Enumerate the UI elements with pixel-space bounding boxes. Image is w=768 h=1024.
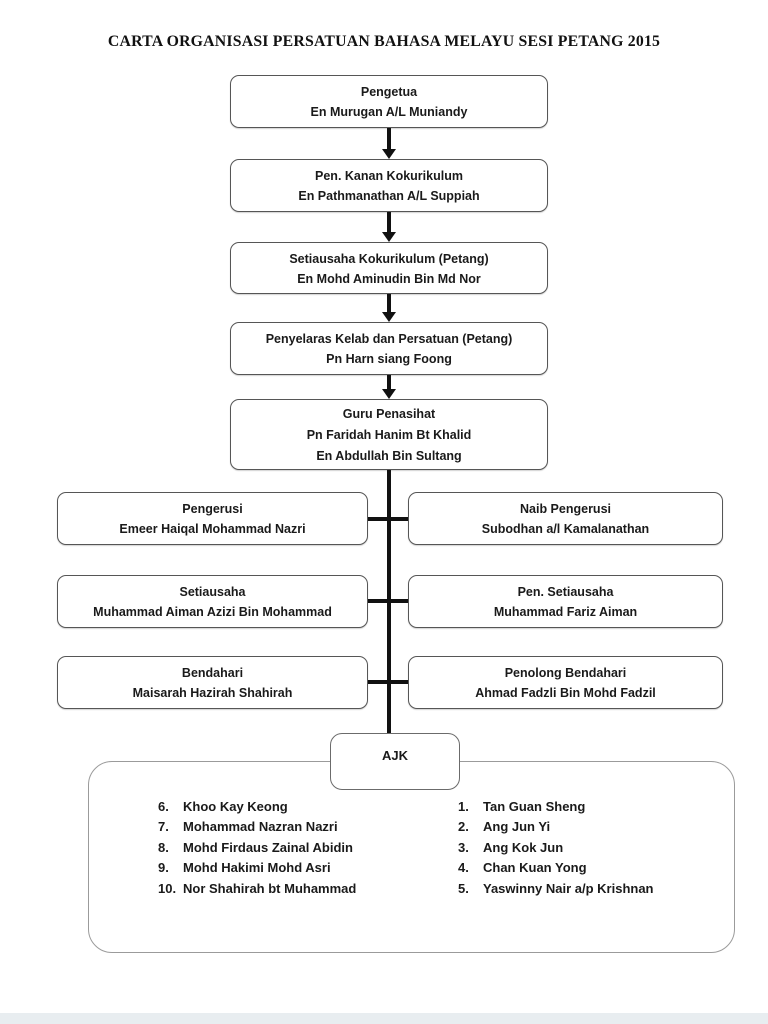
list-item: 9. Mohd Hakimi Mohd Asri <box>158 858 438 879</box>
ajk-members-panel <box>88 761 735 953</box>
list-item: 7. Mohammad Nazran Nazri <box>158 817 438 838</box>
list-item: 8. Mohd Firdaus Zainal Abidin <box>158 837 438 858</box>
role-label: Bendahari <box>181 666 244 680</box>
member-name: Mohd Firdaus Zainal Abidin <box>183 839 353 855</box>
ajk-left-list: 6. Khoo Kay Keong 7. Mohammad Nazran Naz… <box>158 796 438 899</box>
person-name: En Mohd Aminudin Bin Md Nor <box>297 272 481 286</box>
box-bendahari: Bendahari Maisarah Hazirah Shahirah <box>57 656 368 709</box>
list-item: 3. Ang Kok Jun <box>458 837 728 858</box>
role-label: Guru Penasihat <box>342 407 436 421</box>
role-label: Naib Pengerusi <box>520 502 611 516</box>
box-ajk: AJK <box>330 733 460 790</box>
ajk-right-list: 1. Tan Guan Sheng 2. Ang Jun Yi 3. Ang K… <box>458 796 728 899</box>
list-item: 6. Khoo Kay Keong <box>158 796 438 817</box>
arrow-head <box>382 389 396 399</box>
person-name: En Murugan A/L Muniandy <box>310 105 468 119</box>
arrow-down-icon <box>382 128 396 159</box>
member-number: 7. <box>158 819 169 835</box>
role-label: Setiausaha <box>179 585 246 599</box>
list-item: 4. Chan Kuan Yong <box>458 858 728 879</box>
person-name: Pn Faridah Hanim Bt Khalid <box>306 428 472 442</box>
box-naib-pengerusi: Naib Pengerusi Subodhan a/l Kamalanathan <box>408 492 723 545</box>
person-name: En Abdullah Bin Sultang <box>316 449 462 463</box>
role-label: Pengetua <box>360 85 418 99</box>
box-pen-setiausaha: Pen. Setiausaha Muhammad Fariz Aiman <box>408 575 723 628</box>
member-number: 6. <box>158 798 169 814</box>
arrow-down-icon <box>382 375 396 399</box>
member-name: Ang Kok Jun <box>483 839 564 855</box>
member-number: 5. <box>458 880 469 896</box>
box-pengerusi: Pengerusi Emeer Haiqal Mohammad Nazri <box>57 492 368 545</box>
box-penolong-bendahari: Penolong Bendahari Ahmad Fadzli Bin Mohd… <box>408 656 723 709</box>
arrow-head <box>382 232 396 242</box>
box-setiausaha-kokurikulum: Setiausaha Kokurikulum (Petang) En Mohd … <box>230 242 548 294</box>
connector-stub <box>368 599 408 603</box>
arrow-stem <box>387 128 391 150</box>
member-number: 1. <box>458 798 469 814</box>
member-name: Ang Jun Yi <box>483 819 551 835</box>
member-name: Khoo Kay Keong <box>183 798 288 814</box>
member-number: 2. <box>458 819 469 835</box>
member-name: Mohd Hakimi Mohd Asri <box>183 860 331 876</box>
arrow-down-icon <box>382 212 396 242</box>
member-number: 10. <box>158 880 177 896</box>
role-label: Setiausaha Kokurikulum (Petang) <box>289 252 489 266</box>
member-number: 9. <box>158 860 169 876</box>
box-setiausaha: Setiausaha Muhammad Aiman Azizi Bin Moha… <box>57 575 368 628</box>
list-item: 2. Ang Jun Yi <box>458 817 728 838</box>
list-item: 1. Tan Guan Sheng <box>458 796 728 817</box>
connector-stub <box>368 680 408 684</box>
role-label: Penyelaras Kelab dan Persatuan (Petang) <box>265 332 513 346</box>
arrow-down-icon <box>382 294 396 322</box>
member-name: Chan Kuan Yong <box>483 860 587 876</box>
arrow-stem <box>387 375 391 390</box>
box-pengetua: Pengetua En Murugan A/L Muniandy <box>230 75 548 128</box>
person-name: Muhammad Aiman Azizi Bin Mohammad <box>93 605 332 619</box>
arrow-head <box>382 149 396 159</box>
member-number: 8. <box>158 839 169 855</box>
box-guru-penasihat: Guru Penasihat Pn Faridah Hanim Bt Khali… <box>230 399 548 470</box>
role-label: Pen. Kanan Kokurikulum <box>315 169 463 183</box>
person-name: Ahmad Fadzli Bin Mohd Fadzil <box>475 686 656 700</box>
member-name: Tan Guan Sheng <box>483 798 586 814</box>
list-item: 5. Yaswinny Nair a/p Krishnan <box>458 878 728 899</box>
connector-stub <box>368 517 408 521</box>
role-label: Pengerusi <box>182 502 243 516</box>
person-name: Pn Harn siang Foong <box>326 352 452 366</box>
arrow-stem <box>387 294 391 313</box>
arrow-head <box>382 312 396 322</box>
list-item: 10. Nor Shahirah bt Muhammad <box>158 878 438 899</box>
member-number: 3. <box>458 839 469 855</box>
role-label: Penolong Bendahari <box>504 666 627 680</box>
box-pen-kanan-kokurikulum: Pen. Kanan Kokurikulum En Pathmanathan A… <box>230 159 548 212</box>
role-label: Pen. Setiausaha <box>517 585 614 599</box>
role-label: AJK <box>381 748 408 763</box>
person-name: Muhammad Fariz Aiman <box>493 605 638 619</box>
member-number: 4. <box>458 860 469 876</box>
person-name: En Pathmanathan A/L Suppiah <box>298 189 480 203</box>
member-name: Nor Shahirah bt Muhammad <box>183 880 357 896</box>
page-bottom-strip <box>0 1013 768 1024</box>
member-name: Yaswinny Nair a/p Krishnan <box>483 880 654 896</box>
person-name: Maisarah Hazirah Shahirah <box>132 686 293 700</box>
person-name: Subodhan a/l Kamalanathan <box>481 522 650 536</box>
arrow-stem <box>387 212 391 233</box>
member-name: Mohammad Nazran Nazri <box>183 819 338 835</box>
person-name: Emeer Haiqal Mohammad Nazri <box>119 522 306 536</box>
page-title: CARTA ORGANISASI PERSATUAN BAHASA MELAYU… <box>107 33 661 50</box>
box-penyelaras-kelab: Penyelaras Kelab dan Persatuan (Petang) … <box>230 322 548 375</box>
